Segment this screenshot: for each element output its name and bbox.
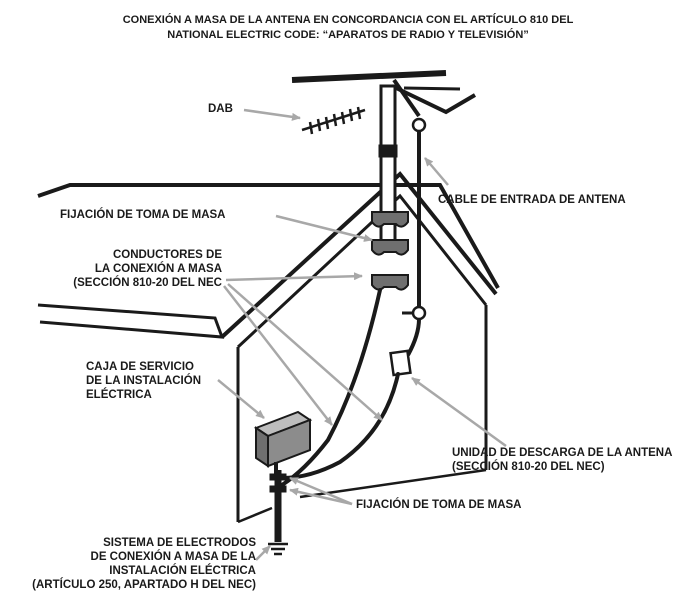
pointer-clamp-top (275, 214, 373, 242)
grounding-electrode (268, 462, 288, 556)
discharge-unit (389, 349, 412, 377)
label-conductors-line-3: (SECCIÓN 810-20 DEL NEC (73, 276, 222, 289)
label-clamp-top: FIJACIÓN DE TOMA DE MASA (60, 208, 225, 221)
label-service-box-line-2: DE LA INSTALACIÓN (86, 374, 201, 387)
rear-roof (37, 183, 500, 289)
mast-cap (378, 144, 398, 158)
label-conductors-line-1: CONDUCTORES DE (113, 249, 222, 261)
title-line-2: NATIONAL ELECTRIC CODE: “APARATOS DE RAD… (167, 28, 529, 41)
conductor-from-mast (280, 288, 382, 487)
front-gable-roof (220, 171, 498, 339)
house-outline (37, 171, 500, 524)
antenna-boom (291, 70, 447, 83)
antenna-arm-right (391, 84, 477, 115)
label-service-box-line-1: CAJA DE SERVICIO (86, 361, 194, 373)
label-dab: DAB (208, 103, 233, 115)
rod-clamp-1 (269, 473, 287, 481)
label-pointers (217, 108, 507, 561)
label-discharge-unit-line-1: UNIDAD DE DESCARGA DE LA ANTENA (452, 447, 672, 459)
pointer-electrode (255, 545, 271, 561)
pointer-conductor-3 (227, 283, 383, 421)
pointer-clamp-bottom-1 (289, 476, 353, 506)
lead-in-cable (402, 117, 427, 356)
label-lead-in-cable: CABLE DE ENTRADA DE ANTENA (438, 194, 626, 206)
label-electrode-line-3: INSTALACIÓN ELÉCTRICA (109, 564, 256, 577)
clamp-3 (371, 274, 409, 291)
rod-clamp-2 (269, 485, 287, 493)
pointer-lead-in (424, 157, 449, 186)
standoff-top (411, 117, 427, 133)
service-box (253, 410, 313, 468)
label-electrode-line-4: (ARTÍCULO 250, APARTADO H DEL NEC) (32, 578, 256, 591)
pointer-clamp-bottom-2 (289, 487, 353, 506)
clamp-2 (371, 239, 409, 256)
ground-line-left (237, 506, 273, 524)
pointer-discharge-unit (411, 376, 507, 448)
dab-antenna (301, 106, 366, 135)
title-line-1: CONEXIÓN A MASA DE LA ANTENA EN CONCORDA… (123, 13, 574, 26)
grounding-conductors (280, 288, 400, 487)
pointer-service-box (217, 379, 265, 419)
label-electrode-line-2: DE CONEXIÓN A MASA DE LA (91, 550, 256, 563)
label-clamp-bottom: FIJACIÓN DE TOMA DE MASA (356, 498, 521, 511)
standoff-bottom (411, 305, 427, 321)
label-service-box-line-3: ELÉCTRICA (86, 388, 152, 401)
left-eave (37, 303, 225, 339)
antenna-element-1 (403, 86, 461, 91)
pointer-dab (243, 108, 301, 121)
mast-clamps (371, 211, 409, 291)
label-conductors-line-2: LA CONEXIÓN A MASA (95, 262, 222, 275)
label-discharge-unit-line-2: (SECCIÓN 810-20 DEL NEC) (452, 460, 605, 473)
clamp-1 (371, 211, 409, 228)
ground-line-right (299, 468, 487, 499)
pointer-conductor-2 (223, 285, 333, 426)
pointer-conductor-1 (225, 272, 363, 282)
antenna-diagonal (392, 78, 421, 118)
front-gable-roof-inner (236, 193, 488, 349)
label-electrode-line-1: SISTEMA DE ELECTRODOS (103, 537, 256, 549)
conductor-from-unit (280, 372, 400, 480)
